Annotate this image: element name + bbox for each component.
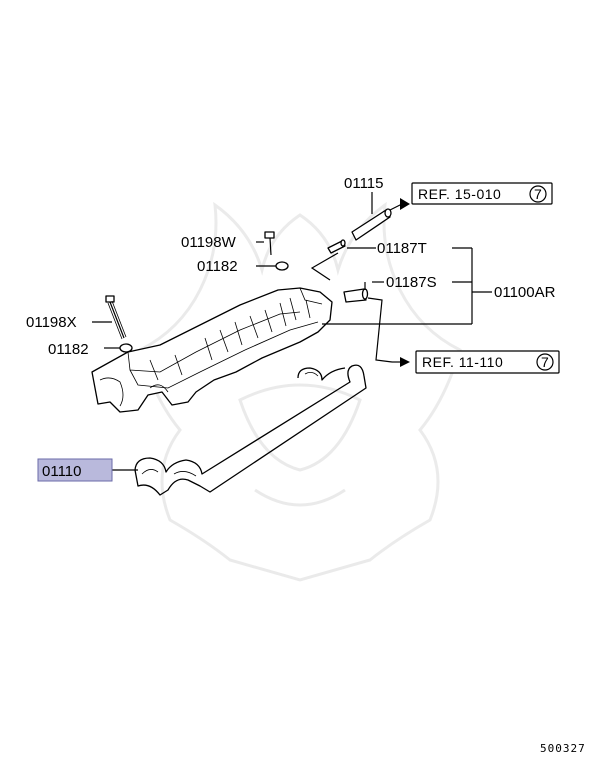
tube-01115 — [351, 208, 392, 241]
ref-circle-icon — [529, 185, 547, 203]
valve-cover-01100AR — [91, 287, 333, 413]
label-01198X: 01198X — [26, 314, 77, 331]
label-01182-lower: 01182 — [48, 341, 89, 358]
label-01182-upper: 01182 — [197, 258, 238, 275]
label-01110[interactable]: 01110 — [42, 463, 82, 480]
fitting-01187S — [343, 288, 369, 303]
ref-circle-icon — [536, 353, 554, 371]
ref-box-15-010[interactable]: REF. 15-010 7 — [411, 182, 553, 205]
label-01110-highlight[interactable]: 01110 — [37, 458, 113, 482]
ref-text-15-010: REF. 15-010 — [418, 186, 501, 202]
bolt-01198W — [264, 231, 275, 256]
leader-lines — [92, 192, 492, 471]
bolt-01198X — [105, 295, 127, 340]
ref-circle-number: 7 — [534, 186, 542, 202]
diagram-code: 500327 — [540, 742, 586, 755]
label-01187S: 01187S — [386, 274, 437, 291]
label-01115: 01115 — [344, 175, 384, 192]
label-01100AR: 01100AR — [494, 284, 556, 301]
seal-washer-01182-upper — [275, 261, 289, 271]
ref-text-11-110: REF. 11-110 — [422, 354, 503, 370]
label-01187T: 01187T — [377, 240, 427, 257]
seal-washer-01182-lower — [119, 343, 133, 353]
ref-box-11-110[interactable]: REF. 11-110 7 — [415, 350, 560, 374]
label-01198W: 01198W — [181, 234, 237, 251]
gasket-01110 — [134, 364, 367, 496]
ref-circle-number: 7 — [541, 354, 549, 370]
pipe-01187T — [327, 239, 346, 254]
